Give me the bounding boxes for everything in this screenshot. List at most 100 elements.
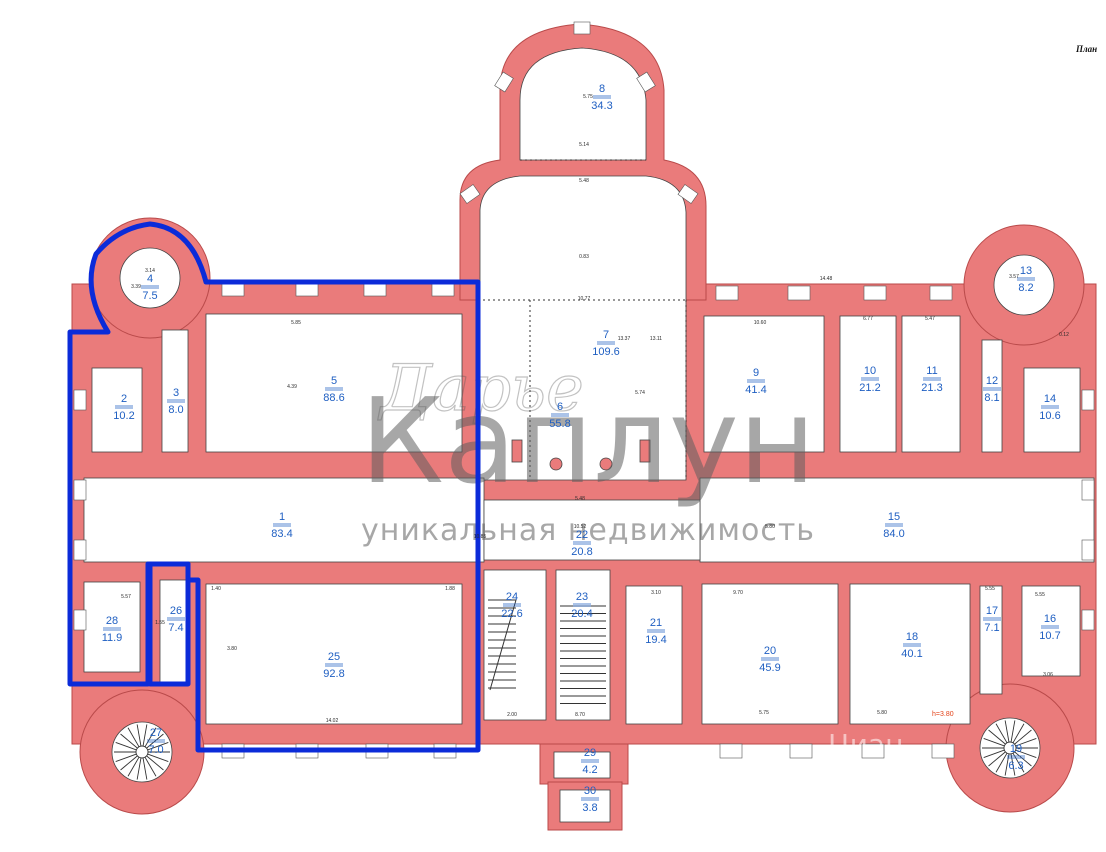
dimension-label: 5.48 bbox=[579, 178, 589, 184]
dimension-label: 5.80 bbox=[877, 710, 887, 716]
window bbox=[861, 743, 885, 759]
window bbox=[573, 21, 591, 35]
room-number: 20 bbox=[764, 645, 776, 657]
spiral-step bbox=[983, 749, 1005, 758]
dimension-label: 13.11 bbox=[650, 336, 662, 342]
window bbox=[73, 539, 87, 561]
highlight-outline bbox=[67, 221, 481, 753]
room-label-17: 177.1 bbox=[983, 605, 1001, 634]
room-label-1: 183.4 bbox=[271, 511, 292, 540]
dimension-label: 4.39 bbox=[287, 384, 297, 390]
dimension-label: 6.77 bbox=[863, 316, 873, 322]
room-number: 17 bbox=[986, 605, 998, 617]
room-label-12: 128.1 bbox=[983, 375, 1001, 404]
room-area: 3.8 bbox=[582, 802, 597, 814]
room-number: 8 bbox=[599, 83, 605, 95]
room-number: 15 bbox=[888, 511, 900, 523]
room-area: 40.1 bbox=[901, 648, 922, 660]
room-area: 92.8 bbox=[323, 668, 344, 680]
watermark-main: Каплун bbox=[360, 372, 816, 510]
window bbox=[1081, 609, 1095, 631]
spiral-staircase bbox=[982, 720, 1038, 776]
room-label-25: 25 92.8 bbox=[323, 651, 344, 680]
window bbox=[1081, 479, 1095, 501]
room-label-19: 196.3 bbox=[1007, 743, 1025, 772]
room-area: 8.2 bbox=[1018, 282, 1033, 294]
spiral-step bbox=[144, 756, 157, 777]
spiral-step bbox=[1015, 738, 1037, 747]
room-label-9: 941.4 bbox=[745, 367, 766, 396]
room-number: 5 bbox=[331, 375, 337, 387]
window bbox=[636, 71, 656, 93]
spiral-step bbox=[146, 733, 164, 749]
room-number: 3 bbox=[173, 387, 179, 399]
room-number: 23 bbox=[576, 591, 588, 603]
window bbox=[1081, 539, 1095, 561]
spiral-step bbox=[995, 723, 1008, 744]
room-area: 7.1 bbox=[984, 622, 999, 634]
dimension-label: 3.57 bbox=[1009, 274, 1019, 280]
room-number: 25 bbox=[328, 651, 340, 663]
room-number: 13 bbox=[1020, 265, 1032, 277]
room-number: 10 bbox=[864, 365, 876, 377]
room-label-30: 303.8 bbox=[581, 785, 599, 814]
window bbox=[494, 71, 514, 93]
window bbox=[789, 743, 813, 759]
dimension-label: 0.83 bbox=[579, 254, 589, 260]
room-number: 12 bbox=[986, 375, 998, 387]
stair-arrow bbox=[489, 599, 517, 691]
spiral-step bbox=[995, 752, 1008, 773]
spiral-step bbox=[127, 727, 140, 748]
room-labels: 183.4210.238.047.5588.6655.87109.6834.39… bbox=[102, 83, 1061, 814]
room-label-5: 588.6 bbox=[323, 375, 344, 404]
dimension-label: 1.40 bbox=[211, 586, 221, 592]
dimension-label: 1.88 bbox=[445, 586, 455, 592]
spiral-step bbox=[115, 742, 137, 751]
room-area: 21.2 bbox=[859, 382, 880, 394]
room-label-10: 10 21.2 bbox=[859, 365, 880, 394]
highlight-left-wing bbox=[67, 221, 481, 753]
highlight-room-26 bbox=[147, 561, 191, 687]
room-number: 4 bbox=[147, 273, 153, 285]
room-label-6: 655.8 bbox=[549, 401, 570, 430]
room-area: 20.8 bbox=[571, 546, 592, 558]
spiral-step bbox=[127, 756, 140, 777]
spiral-step bbox=[142, 724, 148, 747]
room-area: 109.6 bbox=[592, 346, 620, 358]
room-number: 22 bbox=[576, 529, 588, 541]
room-number: 19 bbox=[1010, 743, 1022, 755]
spiral-step bbox=[988, 729, 1006, 745]
spiral-step bbox=[136, 724, 142, 747]
dimension-label: 10.60 bbox=[754, 320, 767, 326]
dimension-label: 5.74 bbox=[635, 390, 645, 396]
dimension-label: 3.06 bbox=[1043, 672, 1053, 678]
room-area: 84.0 bbox=[883, 528, 904, 540]
dimension-label: 5.47 bbox=[925, 316, 935, 322]
room-area: 21.3 bbox=[921, 382, 942, 394]
room-area: 10.2 bbox=[113, 410, 134, 422]
dimension-label: 14.02 bbox=[326, 718, 339, 724]
window bbox=[719, 743, 743, 759]
dimension-label: 13.37 bbox=[618, 336, 631, 342]
dimension-label: 2.00 bbox=[507, 712, 517, 718]
spiral-step bbox=[1014, 751, 1032, 767]
dimension-label: 3.10 bbox=[651, 590, 661, 596]
room-label-27: 277.0 bbox=[147, 727, 165, 756]
staircase bbox=[488, 599, 517, 691]
window bbox=[73, 479, 87, 501]
room-number: 7 bbox=[603, 329, 609, 341]
window bbox=[931, 743, 955, 759]
spiral-step bbox=[146, 755, 164, 771]
watermark-corner: Циан bbox=[828, 728, 903, 761]
spiral-step bbox=[1012, 723, 1025, 744]
room-number: 1 bbox=[279, 511, 285, 523]
spiral-step bbox=[147, 753, 169, 762]
window bbox=[863, 285, 887, 301]
window bbox=[1081, 389, 1095, 411]
